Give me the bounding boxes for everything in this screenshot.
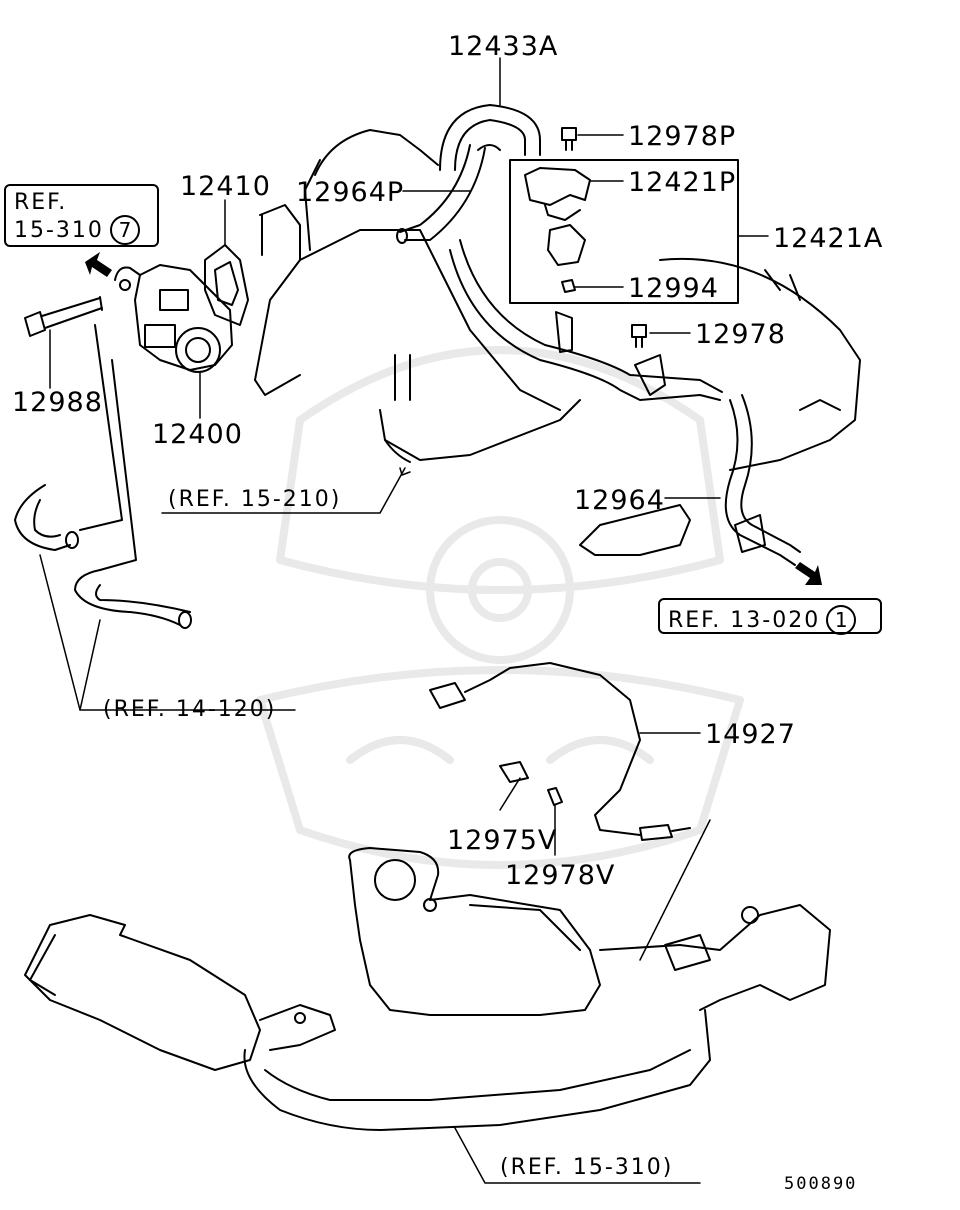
arrow-right-down-icon: [795, 562, 822, 585]
part-label-12421P: 12421P: [628, 167, 737, 198]
solenoid-assembly-box: [509, 159, 739, 304]
egr-gasket: [204, 244, 249, 326]
ref-box-13-020-code: REF. 13-020: [668, 608, 821, 633]
ref-15-210[interactable]: (REF. 15-210): [168, 487, 342, 512]
part-label-12978V: 12978V: [505, 860, 616, 891]
leader-lines: [39, 57, 769, 1184]
catalytic-converter-left: [24, 914, 711, 1131]
bolt-12988: [24, 296, 103, 337]
coolant-hoses-left: [14, 324, 192, 629]
bolt-12978: [631, 324, 647, 348]
hose-12433A: [439, 104, 541, 171]
part-label-12421A: 12421A: [773, 223, 884, 254]
bolt-12978P: [561, 127, 577, 151]
part-label-12994: 12994: [628, 273, 719, 304]
hose-12964P: [396, 144, 486, 244]
bracket-12964: [555, 311, 573, 353]
part-label-12964P: 12964P: [296, 177, 405, 208]
engine-block-right: [579, 257, 861, 556]
part-label-12400: 12400: [152, 419, 243, 450]
catalytic-converter-right: [348, 847, 831, 1016]
part-label-12433A: 12433A: [448, 31, 559, 62]
ref-box-15-310-code: 15-310: [14, 218, 104, 244]
diagram-code: 500890: [784, 1174, 858, 1194]
intake-manifold: [254, 129, 581, 463]
ref-box-15-310-line1: REF.: [14, 190, 68, 215]
part-label-12975V: 12975V: [447, 825, 558, 856]
ref-14-120[interactable]: (REF. 14-120): [103, 697, 277, 722]
watermark-logo: [256, 346, 744, 869]
ref-15-310-bottom[interactable]: (REF. 15-310): [500, 1155, 674, 1180]
ref-circle-number: 1: [826, 605, 857, 635]
egr-valve: [114, 264, 233, 373]
part-label-14927: 14927: [705, 719, 796, 750]
part-label-12988: 12988: [12, 387, 103, 418]
arrow-icons: [85, 252, 822, 585]
hose-12964: [449, 239, 801, 566]
arrow-left-up-icon: [85, 252, 112, 277]
part-label-12978P: 12978P: [628, 121, 737, 152]
ref-circle-number: 7: [109, 215, 140, 246]
part-label-12410: 12410: [180, 171, 271, 202]
part-label-12978: 12978: [695, 319, 786, 350]
part-label-12964: 12964: [574, 485, 665, 516]
oxygen-sensor: [429, 662, 691, 841]
